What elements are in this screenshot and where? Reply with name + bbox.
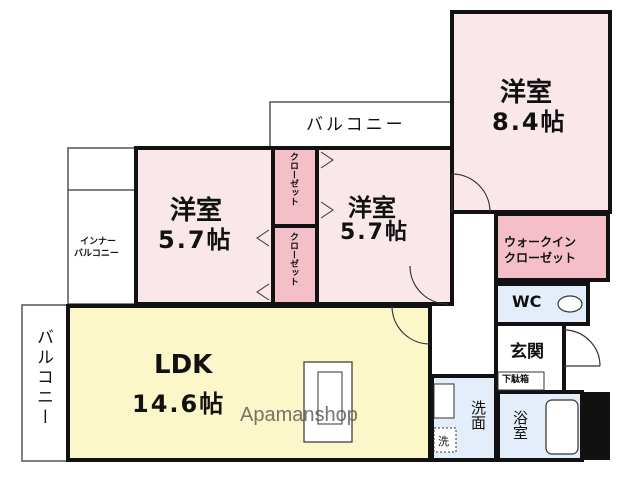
walkin-line2: クローゼット [504, 251, 577, 265]
washroom-label: 洗面 [469, 400, 487, 430]
room-84-size: 8.4帖 [492, 108, 567, 136]
ldk-room [68, 306, 430, 460]
western-room-5-7-left [136, 148, 273, 304]
inner-balcony-line1: インナー [80, 237, 117, 247]
room-57-left-name: 洋室 [170, 196, 223, 226]
closet-lower-label: クローゼット [288, 232, 298, 286]
kitchen-sink [317, 371, 343, 425]
door-swings [391, 173, 601, 367]
closet-doors [256, 151, 334, 301]
ldk-size: 14.6帖 [132, 390, 226, 418]
washer-pan [433, 427, 457, 453]
inner-balcony-area [67, 147, 137, 305]
shoe-box [497, 371, 545, 391]
closet-lower [273, 228, 317, 304]
balcony-left-label: バルコニー [33, 328, 53, 428]
inner-balcony-line2: バルコニー [74, 249, 119, 259]
wash-basin [433, 383, 455, 419]
entrance-label: 玄関 [510, 342, 544, 362]
washer-label: 洗 [438, 435, 449, 448]
room-84-name: 洋室 [500, 78, 553, 108]
closet-upper-label: クローゼット [288, 152, 298, 206]
walls [66, 10, 612, 462]
balcony-left-area [21, 304, 69, 462]
balcony-top-area [269, 101, 453, 149]
balcony-top-label: バルコニー [306, 115, 406, 135]
room-57-right-name: 洋室 [348, 194, 396, 222]
kitchen-counter [303, 361, 353, 443]
walkin-line1: ウォークイン [504, 235, 577, 249]
room-57-left-size: 5.7帖 [158, 226, 233, 254]
dark-block [582, 392, 610, 460]
ldk-name: LDK [154, 350, 213, 380]
room-57-right-size: 5.7帖 [340, 220, 409, 245]
closet-upper [273, 148, 317, 224]
watermark-logo: Apamanshop [240, 404, 358, 426]
wc-label: WC [512, 292, 542, 311]
walk-in-closet [496, 214, 608, 280]
toilet [557, 295, 583, 313]
western-room-8-4 [452, 12, 610, 212]
bathtub [545, 399, 579, 455]
bath-label: 浴室 [511, 410, 529, 440]
western-room-5-7-right [317, 148, 452, 304]
shoe-box-label: 下駄箱 [502, 375, 530, 385]
